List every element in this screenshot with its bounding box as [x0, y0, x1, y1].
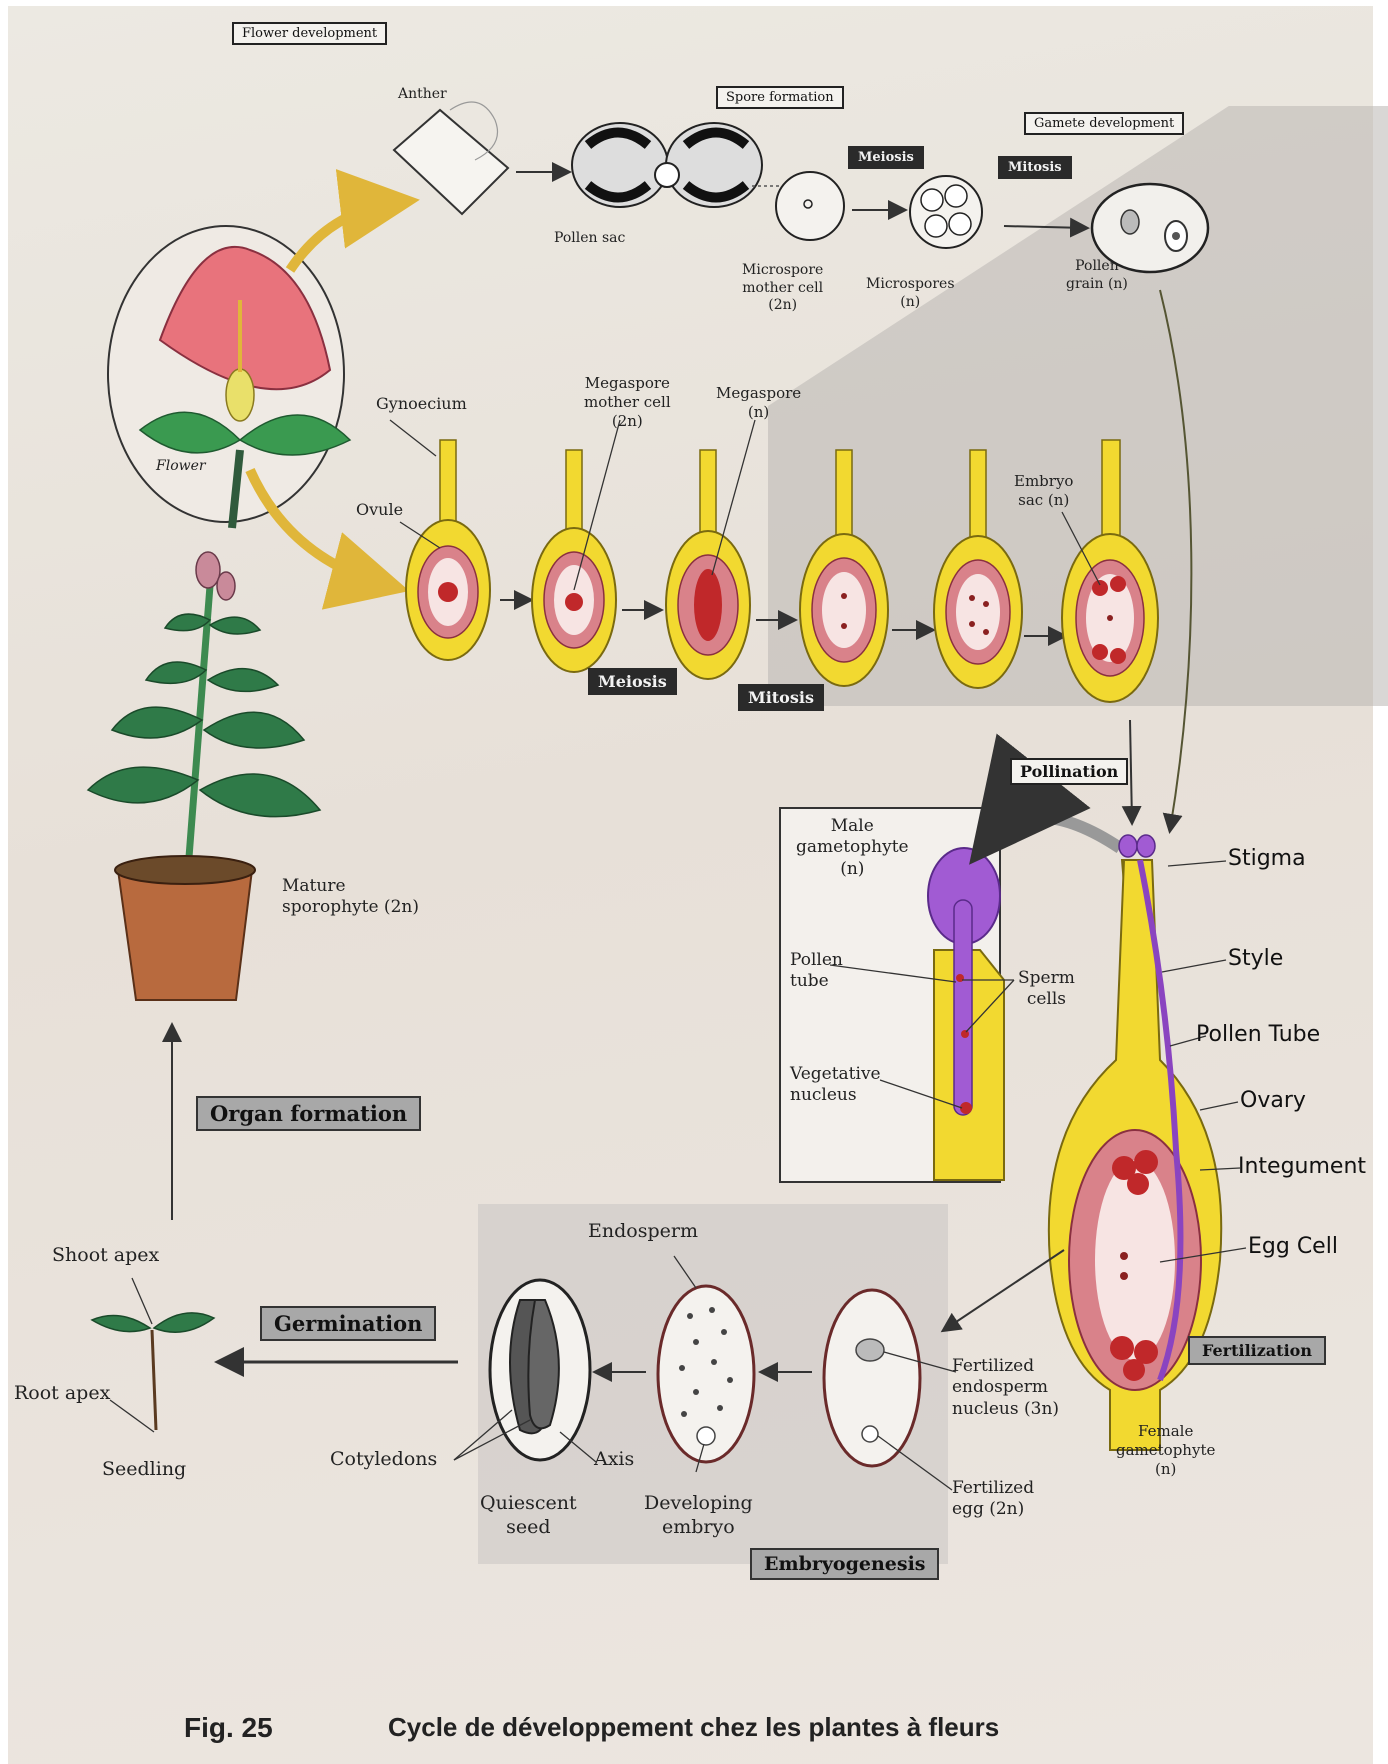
figure-number: Fig. 25: [184, 1712, 273, 1744]
ovule-row: [390, 420, 1158, 702]
label-ovule: Ovule: [356, 500, 403, 520]
label-pollination: Pollination: [1010, 758, 1128, 785]
arrow-fertilization-to-seed: [944, 1250, 1064, 1330]
label-axis: Axis: [594, 1448, 634, 1472]
yellow-arrow-to-anther: [290, 202, 400, 270]
ovule-5: [934, 450, 1022, 688]
label-embryo-sac: Embryo sac (n): [1014, 472, 1073, 510]
ovule-4: [800, 450, 888, 686]
label-meiosis-mid: Meiosis: [588, 668, 677, 695]
label-vegetative-nucleus: Vegetative nucleus: [790, 1064, 881, 1107]
label-shoot-apex: Shoot apex: [52, 1244, 159, 1268]
arrow-to-pollen-grain: [1004, 226, 1086, 228]
label-gynoecium: Gynoecium: [376, 394, 467, 414]
label-spore-formation: Spore formation: [716, 86, 844, 109]
fertilized-ovule: [824, 1290, 956, 1490]
label-developing-embryo: Developing embryo: [644, 1492, 753, 1540]
label-pollen-tube-inset: Pollen tube: [790, 950, 843, 993]
seedling-illustration: [92, 1278, 214, 1432]
label-cotyledons: Cotyledons: [330, 1448, 437, 1472]
microspore-mother-cell: [776, 172, 844, 240]
label-megaspore-mother-cell: Megaspore mother cell (2n): [584, 374, 671, 430]
label-meiosis-top: Meiosis: [848, 146, 924, 169]
label-egg-cell: Egg Cell: [1248, 1234, 1338, 1259]
figure-caption: Cycle de développement chez les plantes …: [388, 1712, 999, 1743]
label-flower-development: Flower development: [232, 22, 387, 45]
label-germination: Germination: [260, 1306, 436, 1341]
quiescent-seed: [454, 1280, 596, 1462]
ovule-6-embryo-sac: [1062, 440, 1158, 702]
label-pollen-sac: Pollen sac: [554, 230, 625, 248]
label-fertilized-egg: Fertilized egg (2n): [952, 1478, 1034, 1521]
potted-plant: [88, 552, 320, 1000]
label-organ-formation: Organ formation: [196, 1096, 421, 1131]
label-root-apex: Root apex: [14, 1382, 110, 1406]
label-stigma: Stigma: [1228, 846, 1306, 871]
label-female-gametophyte: Female gametophyte (n): [1116, 1422, 1215, 1478]
label-gamete-development: Gamete development: [1024, 112, 1184, 135]
label-seedling: Seedling: [102, 1458, 186, 1482]
label-sperm-cells: Sperm cells: [1018, 968, 1075, 1011]
label-style: Style: [1228, 946, 1283, 971]
arrow-to-inset: [984, 817, 1120, 848]
arrow-embryo-sac-down: [1130, 720, 1132, 822]
label-mitosis-mid: Mitosis: [738, 684, 824, 711]
label-endosperm: Endosperm: [588, 1220, 698, 1244]
label-mature-sporophyte: Mature sporophyte (2n): [282, 876, 419, 919]
endosperm-seed: [658, 1256, 754, 1472]
label-pollen-tube: Pollen Tube: [1196, 1022, 1320, 1047]
arrow-pollen-to-stigma: [1160, 290, 1191, 830]
label-pollen-grain: Pollen grain (n): [1066, 258, 1128, 293]
label-microspores: Microspores (n): [866, 276, 955, 311]
label-anther: Anther: [398, 86, 447, 104]
label-embryogenesis: Embryogenesis: [750, 1548, 939, 1580]
label-microspore-mother-cell: Microspore mother cell (2n): [742, 262, 823, 315]
label-ovary: Ovary: [1240, 1088, 1306, 1113]
microspores-tetrad: [910, 176, 982, 248]
label-integument: Integument: [1238, 1154, 1366, 1179]
anther-illustration: [394, 102, 508, 214]
label-fertilization: Fertilization: [1188, 1336, 1326, 1365]
label-mitosis-top: Mitosis: [998, 156, 1072, 179]
label-fertilized-endosperm-nucleus: Fertilized endosperm nucleus (3n): [952, 1356, 1059, 1420]
label-flower: Flower: [156, 458, 206, 476]
pollen-sac-illustration: [572, 123, 762, 207]
ovule-1: [406, 440, 490, 660]
label-quiescent-seed: Quiescent seed: [480, 1492, 577, 1540]
label-male-gametophyte: Male gametophyte (n): [796, 816, 909, 880]
label-megaspore: Megaspore (n): [716, 384, 801, 422]
